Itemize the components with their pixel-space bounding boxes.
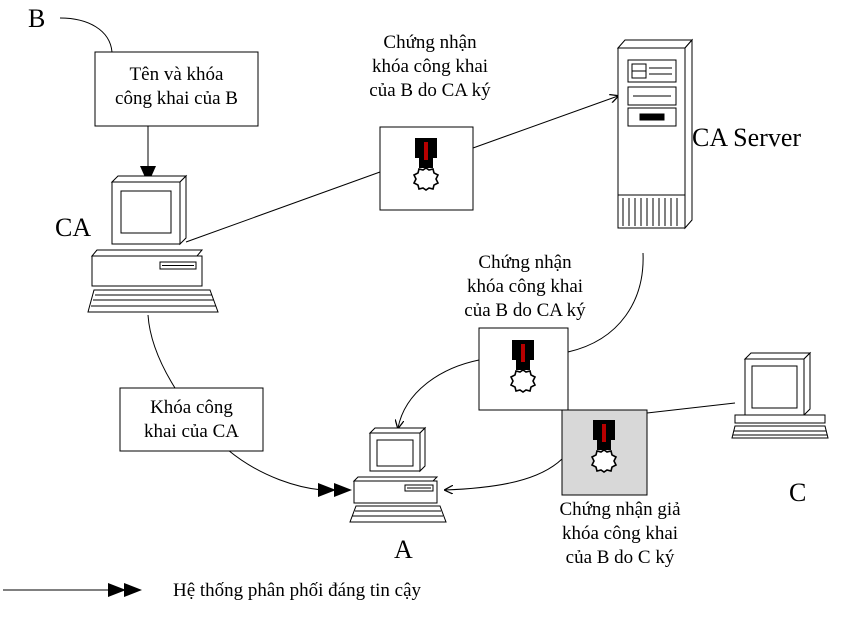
medal-icon — [509, 340, 537, 393]
line-c-to-fake-cert — [646, 402, 736, 414]
ca-key-line-1: Khóa công — [150, 397, 233, 418]
c-computer-icon — [731, 351, 829, 439]
node-label-b: B — [28, 4, 46, 33]
cert-fake-line-1: Chứng nhận giả — [559, 499, 681, 520]
cert-mid-line-3: của B do CA ký — [464, 300, 586, 321]
ca-key-box-text: Khóa công khai của CA — [120, 396, 263, 444]
medal-icon — [412, 138, 440, 191]
line-ca-to-cert-top — [185, 171, 381, 243]
line-cert-mid-to-a — [398, 359, 480, 428]
node-label-c: C — [789, 478, 807, 507]
b-key-line-1: Tên và khóa — [129, 64, 224, 85]
server-icon — [616, 38, 694, 230]
line-keybox-to-a — [227, 449, 323, 491]
cert-top-line-2: khóa công khai — [371, 56, 489, 77]
b-key-box-text: Tên và khóa công khai của B — [95, 63, 258, 111]
line-cert-top-to-server — [472, 96, 618, 149]
line-fake-cert-to-a — [445, 458, 563, 490]
medal-icon — [590, 420, 618, 473]
cert-top-line-3: của B do CA ký — [369, 80, 491, 101]
cert-top-line-1: Chứng nhận — [383, 32, 477, 53]
arrowhead-into-a-2 — [334, 483, 352, 497]
b-key-box — [94, 51, 259, 127]
line-b-to-box — [59, 17, 113, 53]
arrowhead-into-ca — [140, 166, 156, 184]
cert-mid-line-2: khóa công khai — [466, 276, 584, 297]
cert-mid-line-1: Chứng nhận — [478, 252, 572, 273]
arrowhead-into-a-1 — [318, 483, 336, 497]
b-key-line-2: công khai của B — [115, 88, 238, 109]
node-label-a: A — [394, 535, 413, 564]
legend-arrowhead-1 — [108, 583, 126, 597]
filled-arrowheads — [108, 166, 352, 597]
ca-computer-icon — [87, 174, 219, 313]
cert-fake-line-3: của B do C ký — [565, 547, 675, 568]
legend-arrowhead-2 — [124, 583, 142, 597]
ca-key-line-2: khai của CA — [144, 421, 239, 442]
a-computer-icon — [349, 426, 447, 523]
ca-key-box — [119, 387, 264, 452]
line-ca-to-keybox — [147, 314, 176, 389]
connections — [3, 17, 736, 591]
cert-mid-label: Chứng nhận khóa công khai của B do CA ký — [425, 251, 625, 323]
cert-top-label: Chứng nhận khóa công khai của B do CA ký — [330, 31, 530, 103]
cert-fake-line-2: khóa công khai — [561, 523, 679, 544]
line-server-to-cert-mid — [567, 252, 644, 353]
node-label-ca: CA — [55, 213, 92, 242]
legend-text: Hệ thống phân phối đáng tin cậy — [173, 580, 422, 601]
cert-fake-label: Chứng nhận giả khóa công khai của B do C… — [520, 498, 720, 570]
node-label-ca-server: CA Server — [692, 123, 802, 152]
